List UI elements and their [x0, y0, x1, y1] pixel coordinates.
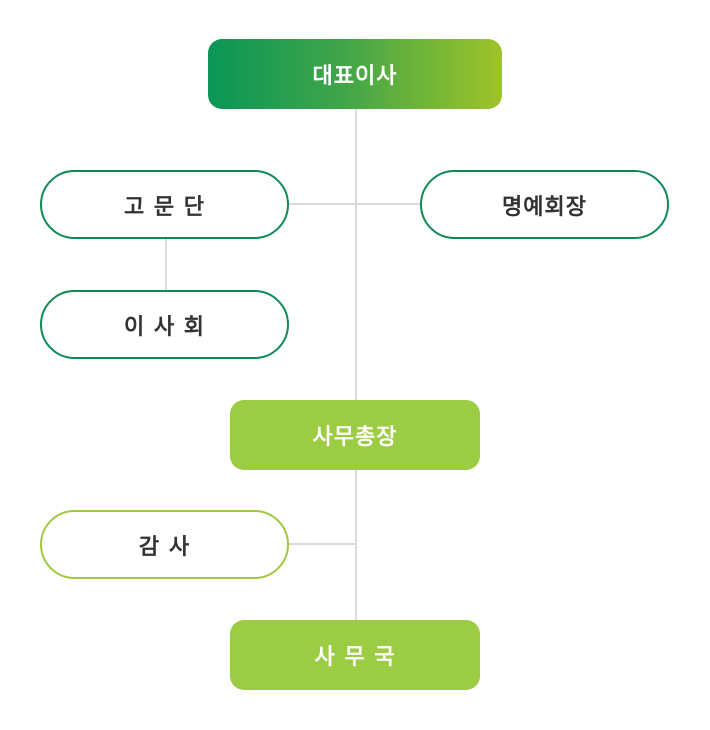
connector-main-vertical	[355, 109, 357, 621]
secretary-general-label: 사무총장	[312, 425, 398, 450]
ceo-node: 대표이사	[208, 39, 502, 109]
advisory-board-node: 고 문 단	[40, 170, 289, 239]
ceo-label: 대표이사	[312, 64, 398, 89]
honorary-chairman-node: 명예회장	[420, 170, 669, 239]
advisory-board-label: 고 문 단	[123, 194, 206, 220]
board-of-directors-label: 이 사 회	[123, 314, 206, 340]
honorary-chairman-label: 명예회장	[502, 194, 587, 220]
audit-node: 감 사	[40, 510, 289, 579]
secretariat-node: 사 무 국	[230, 620, 480, 690]
board-of-directors-node: 이 사 회	[40, 290, 289, 359]
audit-label: 감 사	[138, 534, 191, 560]
connector-advisory-honorary	[289, 203, 421, 205]
secretary-general-node: 사무총장	[230, 400, 480, 470]
connector-audit	[289, 543, 356, 545]
secretariat-label: 사 무 국	[314, 645, 396, 670]
connector-advisory-board	[165, 239, 167, 291]
